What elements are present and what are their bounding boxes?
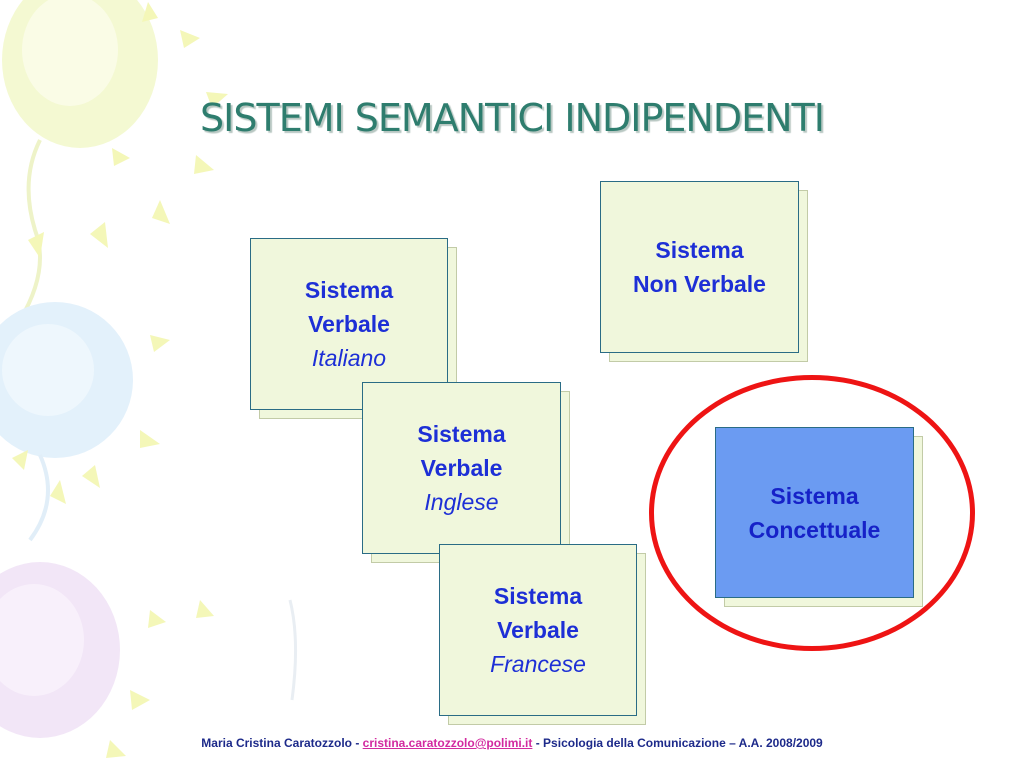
box-line-verbale: Verbale [308,311,390,337]
box-line-language: Italiano [311,345,387,371]
box-line-sistema: Sistema [655,237,744,263]
slide-title: SISTEMI SEMANTICI INDIPENDENTI [200,96,825,140]
footer-author: Maria Cristina Caratozzolo - [201,736,363,750]
box-sistema-concettuale: Sistema Concettuale [715,427,914,598]
box-line-sistema: Sistema [493,583,583,609]
yellow-balloon-icon [2,0,158,322]
highlight-ring [649,375,975,651]
lilac-balloon-icon [0,562,120,738]
sun-rays-decoration-2 [12,335,170,504]
box-sistema-verbale-francese: Sistema Verbale Francese [439,544,637,716]
box-line-verbale: Verbale [420,455,503,481]
box-sistema-non-verbale: Sistema Non Verbale [600,181,799,353]
sun-rays-decoration [28,2,228,258]
blue-balloon-icon [0,302,133,542]
box-line-sistema: Sistema [304,277,394,303]
footer-email-link[interactable]: cristina.caratozzolo@polimi.it [362,736,533,750]
slide-footer: Maria Cristina Caratozzolo - cristina.ca… [0,736,1024,750]
box-line-verbale: Verbale [497,617,579,643]
box-sistema-verbale-italiano: Sistema Verbale Italiano [250,238,448,410]
box-sistema-verbale-inglese: Sistema Verbale Inglese [362,382,561,554]
box-line-sistema: Sistema [770,482,859,509]
box-line-non-verbale: Non Verbale [633,271,766,297]
box-line-concettuale: Concettuale [748,516,881,543]
box-line-language: Inglese [424,489,499,515]
box-line-sistema: Sistema [417,421,506,447]
sun-rays-decoration-3 [106,600,214,758]
box-line-language: Francese [490,651,586,677]
footer-course: - Psicologia della Comunicazione – A.A. … [532,736,823,750]
